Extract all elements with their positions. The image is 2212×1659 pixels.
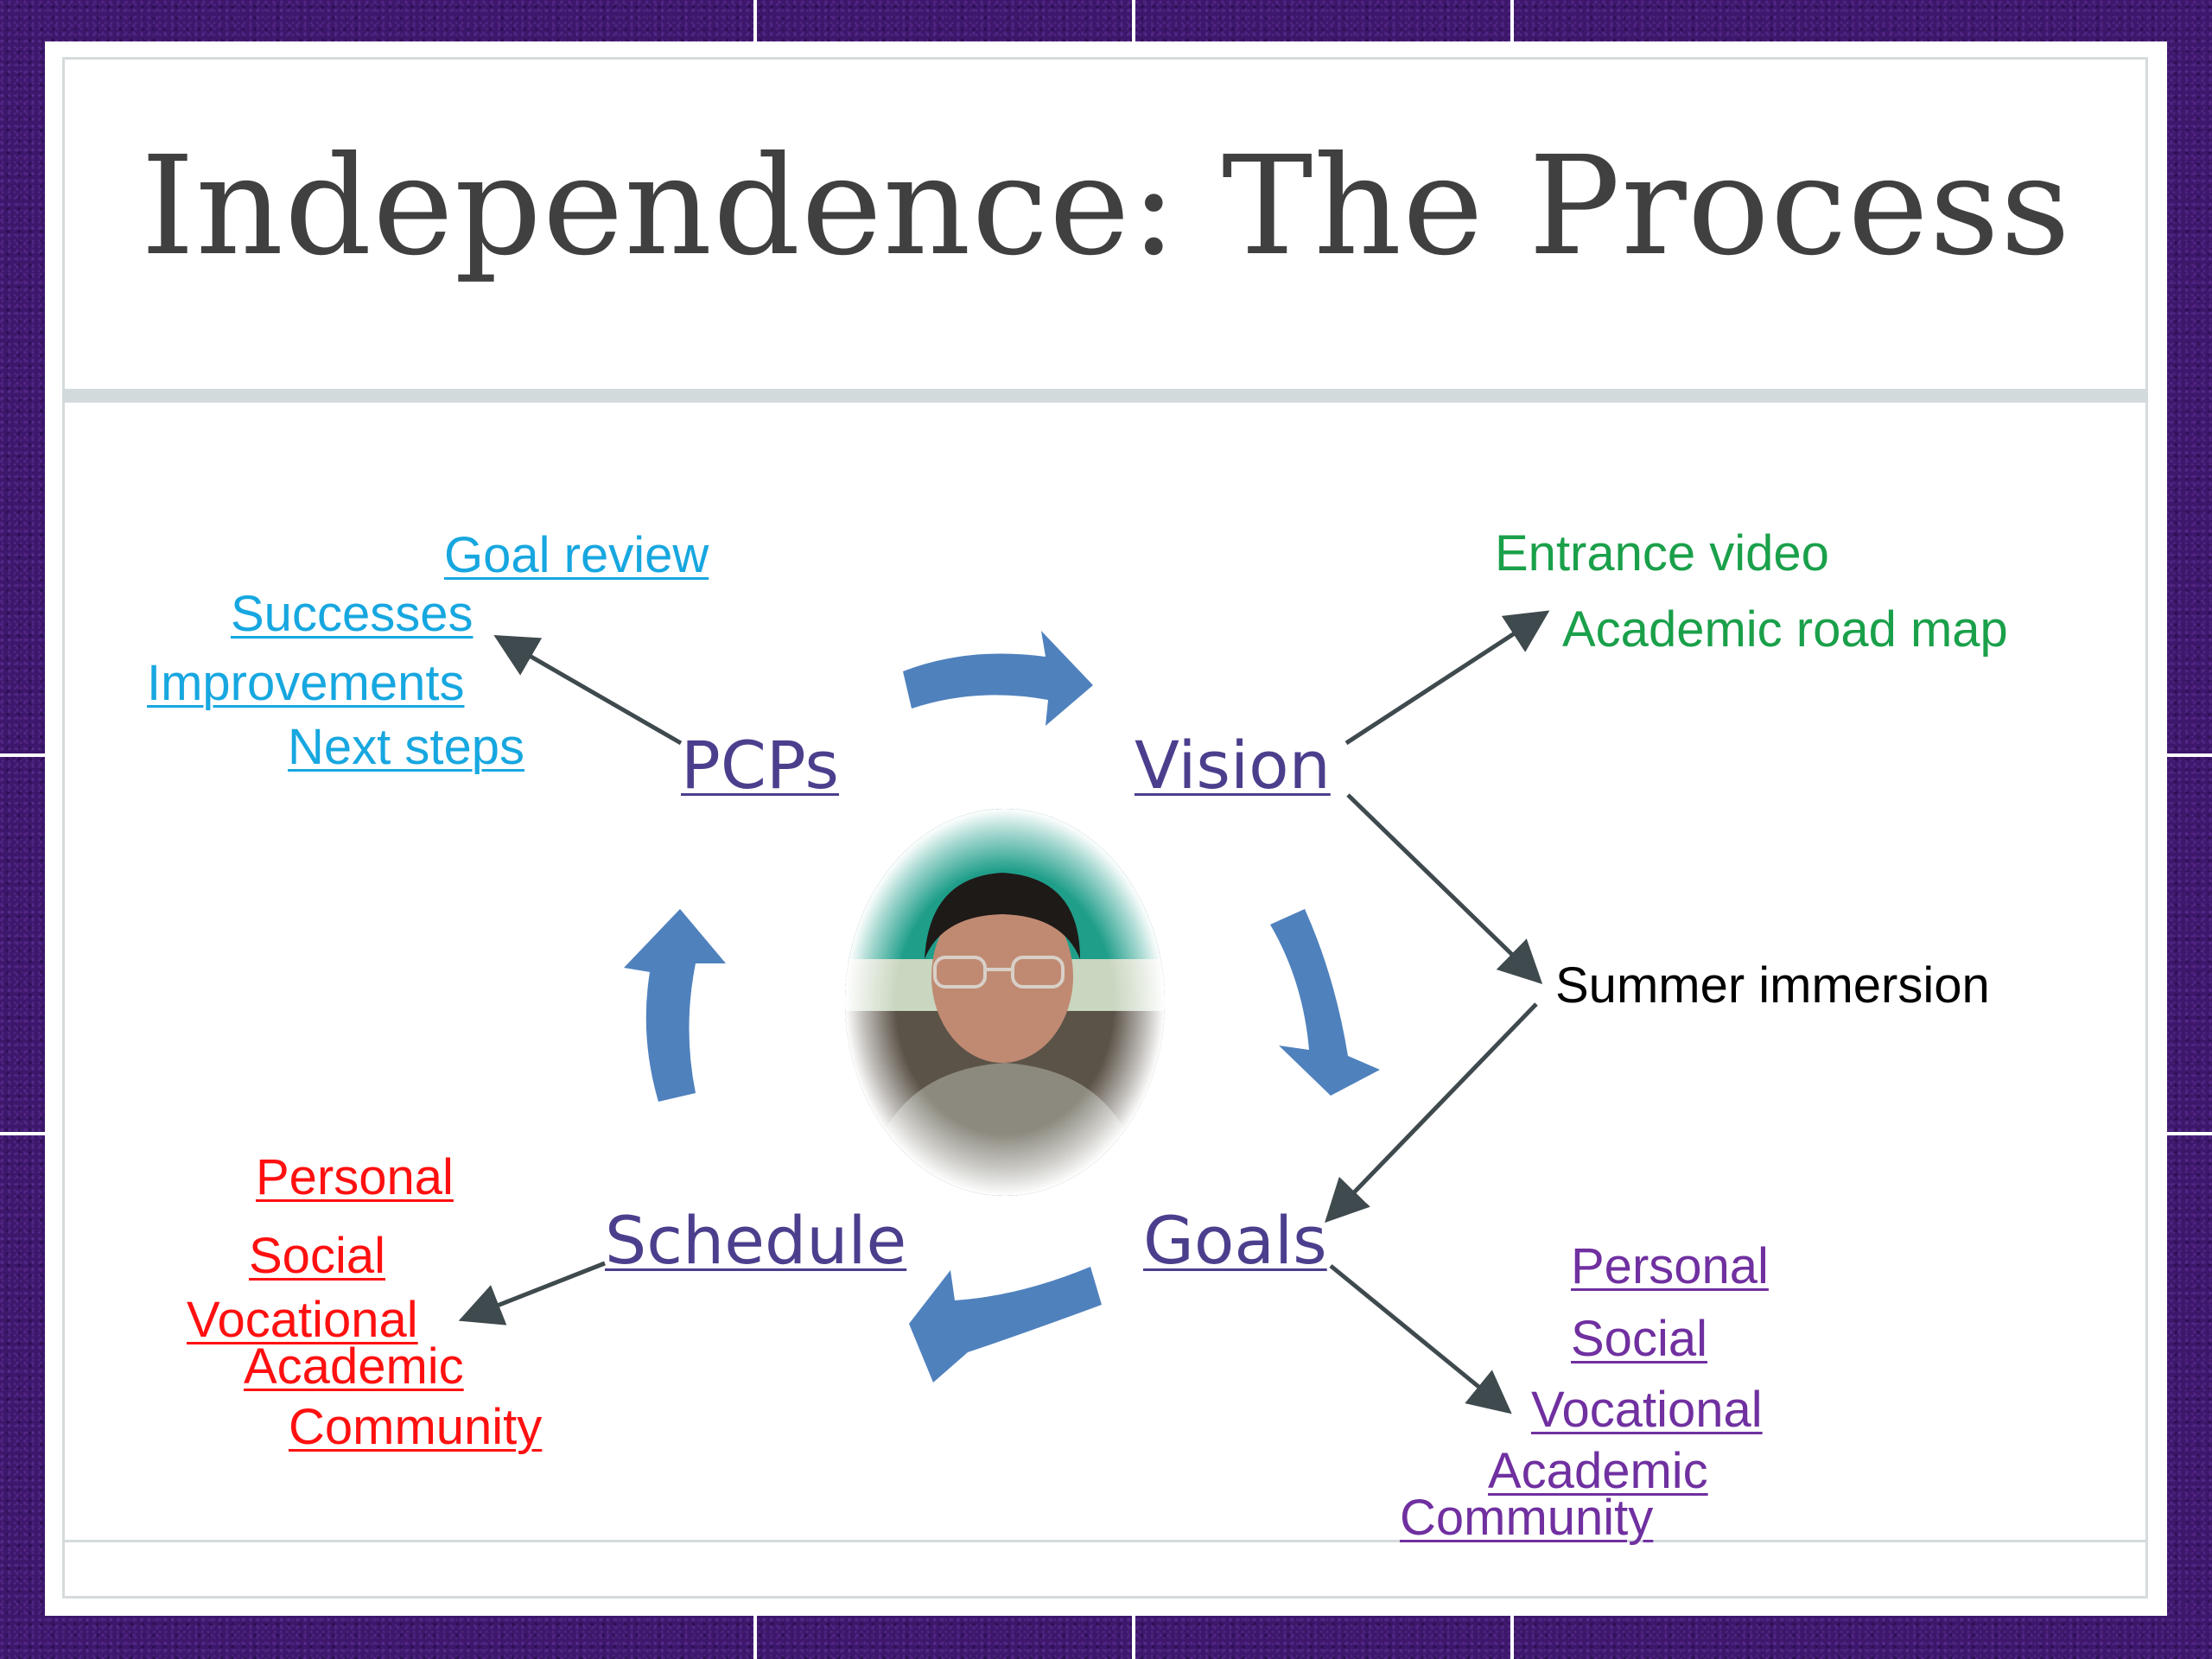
- label-academic-road-map: Academic road map: [1562, 601, 2008, 658]
- link-goals-vocational[interactable]: Vocational: [1531, 1382, 1763, 1438]
- link-next-steps[interactable]: Next steps: [288, 719, 524, 775]
- link-schedule-community[interactable]: Community: [289, 1399, 543, 1455]
- title-divider: [62, 389, 2148, 403]
- connector-vision-to-roadmap: [1344, 610, 1550, 746]
- node-schedule[interactable]: Schedule: [605, 1202, 907, 1279]
- connector-pcps-to-successes: [493, 635, 683, 746]
- link-goals-social[interactable]: Social: [1571, 1311, 1707, 1367]
- student-photo: [845, 809, 1165, 1196]
- cycle-arrow-goals-to-schedule: [909, 1267, 1102, 1382]
- cycle-arrow-pcps-to-vision: [903, 631, 1093, 726]
- link-goal-review[interactable]: Goal review: [444, 527, 709, 583]
- link-improvements[interactable]: Improvements: [147, 655, 465, 711]
- node-pcps[interactable]: PCPs: [681, 727, 839, 804]
- link-successes[interactable]: Successes: [231, 586, 474, 642]
- link-goals-community[interactable]: Community: [1400, 1490, 1654, 1546]
- connector-goals-to-branch: [1329, 1264, 1512, 1414]
- connector-immersion-to-goals: [1325, 1002, 1538, 1224]
- slide-canvas: [45, 41, 2167, 1616]
- footer-divider: [62, 1540, 2148, 1542]
- cycle-arrow-vision-to-goals: [1270, 909, 1380, 1096]
- label-entrance-video: Entrance video: [1495, 525, 1829, 582]
- link-goals-academic[interactable]: Academic: [1488, 1443, 1708, 1499]
- link-goals-personal[interactable]: Personal: [1571, 1238, 1769, 1294]
- cycle-arrow-schedule-to-pcps: [624, 909, 726, 1102]
- link-schedule-personal[interactable]: Personal: [256, 1149, 454, 1205]
- connector-schedule-to-branch: [458, 1261, 606, 1325]
- node-vision[interactable]: Vision: [1135, 727, 1331, 804]
- slide-title: Independence: The Process: [140, 127, 2072, 286]
- label-summer-immersion: Summer immersion: [1555, 957, 1990, 1014]
- slide-inner-border: [62, 57, 2148, 1599]
- connector-vision-to-immersion: [1346, 793, 1543, 984]
- node-goals[interactable]: Goals: [1143, 1202, 1327, 1279]
- link-schedule-academic[interactable]: Academic: [244, 1338, 464, 1395]
- link-schedule-vocational[interactable]: Vocational: [187, 1292, 418, 1348]
- link-schedule-social[interactable]: Social: [249, 1228, 385, 1284]
